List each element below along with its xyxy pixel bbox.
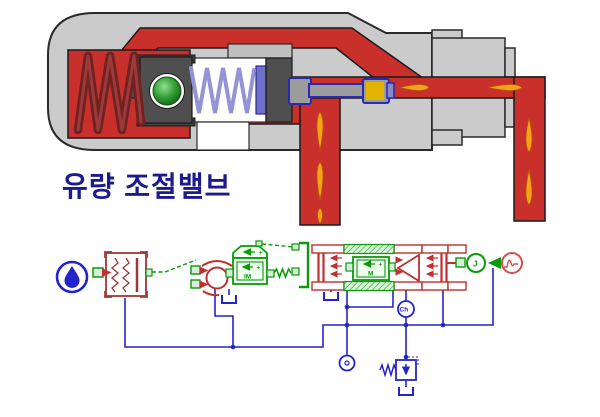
body-notch	[196, 121, 250, 151]
compensator-valve	[92, 251, 153, 298]
diagram-title: 유량 조절밸브	[62, 171, 231, 202]
j-gain-icon: J	[466, 253, 501, 273]
left-piston	[317, 253, 342, 282]
im-label: IM	[244, 274, 251, 281]
valve-cutaway: 유량 조절밸브	[47, 12, 546, 226]
j-label: J	[473, 260, 477, 269]
flow-arrow	[316, 111, 324, 151]
port-square	[225, 268, 234, 278]
flow-arrow	[525, 117, 533, 153]
svg-text:+: +	[259, 251, 263, 257]
relief-valve-icon	[379, 359, 417, 381]
port-square	[455, 257, 466, 268]
flow-arrow	[487, 84, 523, 91]
port-square	[190, 279, 201, 289]
junction-dot	[403, 354, 409, 360]
spool-rod	[288, 77, 395, 105]
m-label: M	[368, 271, 373, 278]
flow-arrow	[316, 161, 324, 201]
port-square	[255, 240, 263, 247]
port-square	[291, 243, 300, 251]
schematic-wires	[124, 268, 494, 396]
valve-spring-icon	[121, 257, 131, 293]
relief-pilot-dashed	[408, 356, 419, 365]
junction-dot	[403, 322, 409, 328]
port-square	[92, 267, 104, 278]
shaft-signal-line	[261, 243, 295, 248]
poppet-ball	[152, 76, 182, 106]
m-motor-block: + M	[345, 256, 396, 281]
tank-symbol	[323, 292, 339, 301]
junction-dot	[230, 344, 236, 350]
water-drop-icon	[64, 266, 80, 288]
sleeve-hatch	[343, 280, 395, 292]
pilot-spring	[189, 66, 256, 114]
compensator-control-line	[152, 259, 197, 273]
spring-icon	[273, 266, 292, 280]
port-square	[266, 269, 275, 278]
hydraulic-schematic: + + IM	[55, 240, 523, 396]
chamber-icon: Ch	[397, 300, 415, 318]
main-spring-highlight	[76, 54, 143, 132]
right-piston	[425, 253, 456, 282]
valve-spring-icon	[110, 257, 120, 293]
bracket-icon	[299, 241, 310, 289]
sleeve-hatch	[343, 243, 395, 255]
spool-valve-assembly: + M	[311, 243, 467, 292]
waveform-icon	[504, 259, 518, 268]
tank-symbol	[221, 295, 237, 304]
port-square	[388, 262, 396, 272]
pump-drain-line	[214, 289, 234, 347]
pressure-sensor-icon	[338, 354, 356, 372]
flow-arrows	[316, 84, 533, 225]
pump-icon	[190, 260, 233, 297]
shaft-spring-bracket	[273, 241, 310, 289]
flow-arrow	[317, 207, 323, 225]
ch-label: Ch	[400, 307, 409, 314]
port-square	[345, 262, 354, 272]
jet-nozzle	[395, 253, 420, 283]
spool-orifice	[366, 82, 384, 100]
control-dashed-lines	[152, 243, 295, 273]
tank-symbol	[398, 387, 414, 396]
junction-dot	[344, 322, 350, 328]
body-step	[227, 43, 293, 59]
junction-dot	[440, 322, 446, 328]
flow-arrow	[399, 84, 430, 91]
junction-dot	[344, 304, 350, 310]
spring-seat-blue	[255, 65, 267, 115]
spring-icon	[379, 362, 397, 378]
port-square	[190, 265, 201, 275]
im-motor-block: + + IM	[225, 240, 275, 285]
outlet-fitting	[431, 29, 516, 146]
svg-text:+: +	[379, 263, 383, 269]
port-square	[145, 268, 153, 277]
fluid-properties-icon	[55, 260, 89, 294]
pilot-drain-line	[347, 290, 394, 308]
port-square	[291, 267, 300, 276]
signal-source-icon	[501, 252, 523, 274]
ball-cage	[136, 54, 196, 127]
wire-junctions	[230, 304, 446, 360]
svg-text:+: +	[257, 266, 261, 272]
drain-bus-line	[124, 268, 494, 348]
flow-arrow	[525, 169, 533, 206]
